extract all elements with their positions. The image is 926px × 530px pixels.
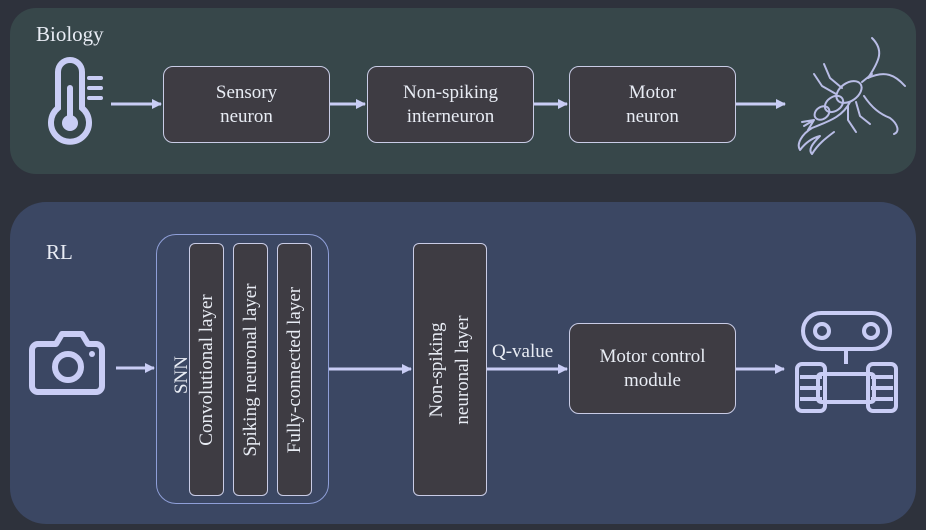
motor-control-label-2: module (623, 369, 681, 391)
motor-neuron-label-1: Motor (628, 81, 677, 103)
motor-neuron-label-2: neuron (626, 105, 679, 127)
robot-icon (795, 311, 898, 413)
interneuron-label-2: interneuron (406, 105, 495, 127)
interneuron-box: Non-spiking interneuron (367, 66, 534, 143)
sensory-neuron-label-1: Sensory (215, 81, 278, 103)
q-value-label: Q-value (492, 341, 554, 362)
fully-connected-layer-box: Fully-connected layer (277, 243, 312, 496)
rl-title: RL (46, 240, 73, 264)
spiking-layer-box: Spiking neuronal layer (233, 243, 268, 496)
convolutional-layer-box: Convolutional layer (189, 243, 224, 496)
crayfish-icon (797, 37, 906, 155)
snn-group (156, 234, 329, 504)
camera-icon (29, 331, 105, 395)
sensory-neuron-label-2: neuron (220, 105, 273, 127)
motor-control-label-1: Motor control (599, 345, 706, 367)
nonspiking-layer-box: Non-spiking neuronal layer (413, 243, 487, 496)
sensory-neuron-box: Sensory neuron (163, 66, 330, 143)
motor-control-box: Motor control module (569, 323, 736, 414)
motor-neuron-box: Motor neuron (569, 66, 736, 143)
thermometer-icon (48, 57, 103, 145)
biology-title: Biology (36, 22, 104, 46)
interneuron-label-1: Non-spiking (403, 81, 498, 103)
